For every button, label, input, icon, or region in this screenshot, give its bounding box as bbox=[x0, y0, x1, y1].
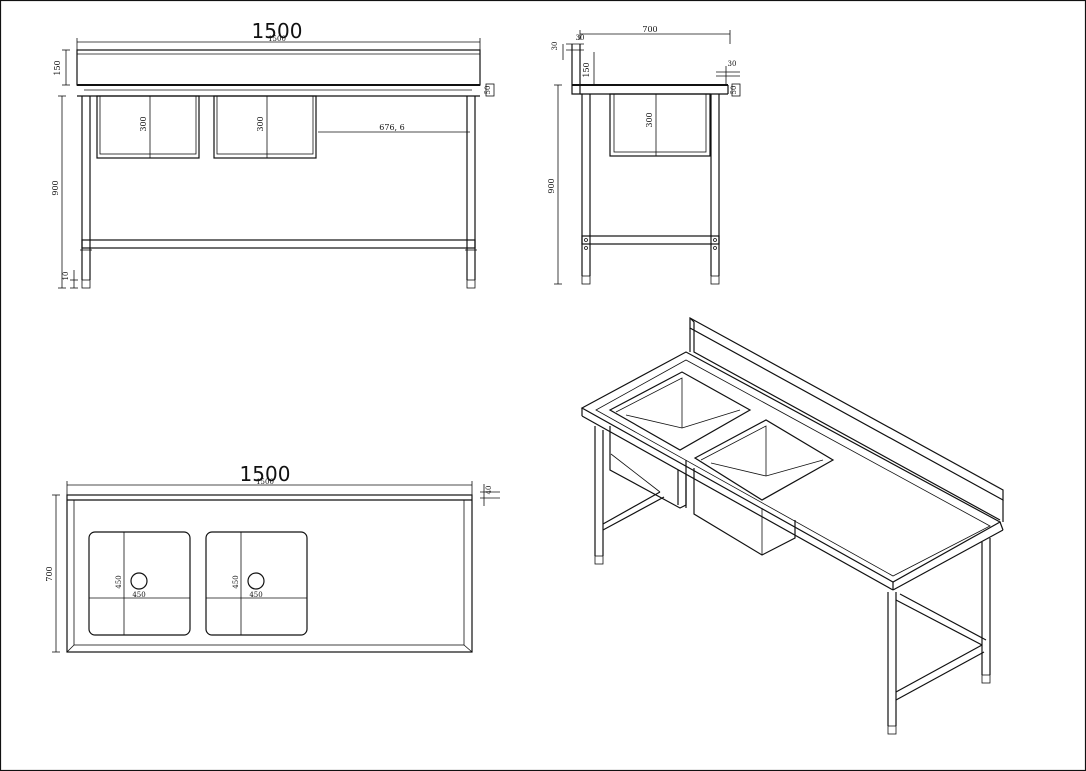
front-edge-thickness: 50 bbox=[484, 86, 492, 95]
side-bowl bbox=[609, 93, 711, 157]
side-splash-height: 150 bbox=[582, 62, 591, 77]
front-drainboard-length: 676, 6 bbox=[379, 123, 404, 132]
front-bowl-2 bbox=[213, 95, 317, 159]
plan-drain-1 bbox=[130, 572, 148, 590]
front-bowl-1 bbox=[96, 95, 200, 159]
iso-backsplash bbox=[689, 316, 1004, 502]
plan-width-label: 1500 bbox=[240, 462, 291, 486]
side-view: 700 30 30 150 50 30 300 bbox=[547, 25, 741, 285]
plan-top bbox=[66, 494, 473, 653]
plan-width-small-label: 1500 bbox=[256, 478, 274, 486]
plan-bowl1-width: 450 bbox=[132, 591, 145, 599]
backsplash bbox=[76, 49, 481, 86]
side-splash-top-b: 30 bbox=[551, 42, 559, 51]
side-depth: 700 bbox=[642, 25, 657, 34]
side-undershelf bbox=[581, 235, 720, 245]
plan-lip: 40 bbox=[485, 486, 493, 495]
front-undershelf bbox=[81, 239, 476, 249]
side-splash-top: 30 bbox=[576, 34, 585, 42]
plan-bowl2-size: 450 bbox=[232, 575, 240, 588]
isometric-view bbox=[580, 316, 1004, 735]
front-foot-height: 10 bbox=[62, 272, 70, 281]
side-backsplash bbox=[571, 44, 581, 95]
plan-bowl2-width: 450 bbox=[249, 591, 262, 599]
side-front-lip: 30 bbox=[728, 60, 737, 68]
front-bowl1-depth: 300 bbox=[139, 116, 148, 131]
plan-bowl-2 bbox=[205, 531, 308, 636]
front-view: 1500 1500 150 50 300 300 676, 6 bbox=[51, 19, 495, 289]
front-splash-height: 150 bbox=[53, 60, 62, 75]
plan-bowl1-size: 450 bbox=[115, 575, 123, 588]
front-leg-height: 900 bbox=[51, 180, 60, 195]
plan-depth: 700 bbox=[45, 566, 54, 581]
iso-top bbox=[580, 351, 1002, 583]
side-bowl-depth: 300 bbox=[645, 112, 654, 127]
front-width-label: 1500 bbox=[252, 19, 303, 43]
side-edge-thickness: 50 bbox=[730, 86, 738, 95]
front-width-small-label: 1500 bbox=[268, 35, 286, 43]
plan-bowl-1 bbox=[88, 531, 191, 636]
iso-bowl-2 bbox=[693, 419, 835, 501]
iso-bowl-1 bbox=[608, 371, 752, 451]
side-leg-height: 900 bbox=[547, 178, 556, 193]
front-bowl2-depth: 300 bbox=[256, 116, 265, 131]
plan-view: 1500 1500 40 700 450 450 450 450 bbox=[45, 462, 500, 653]
plan-drain-2 bbox=[247, 572, 265, 590]
